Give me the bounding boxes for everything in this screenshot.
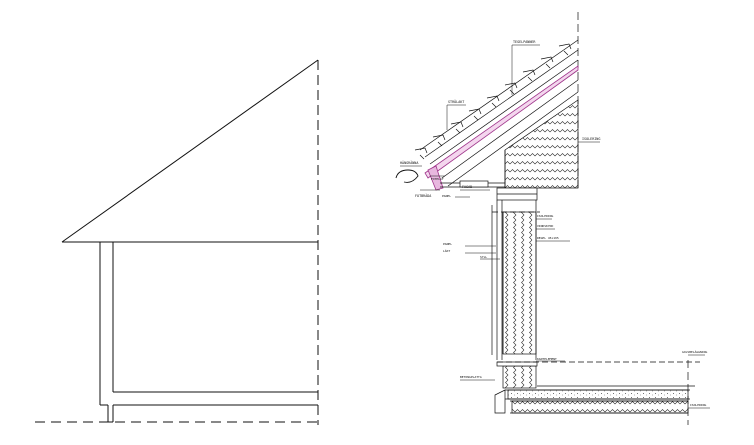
annotation-labels: TEGELPANNER STRÖLAKT HÄNGRÄNNA FOTPLÅT F… — [400, 40, 707, 407]
gutter — [395, 169, 419, 183]
label-fascia: FOTPLÅT — [431, 176, 444, 181]
label-soffit: PANEL — [442, 194, 451, 198]
label-wall-layer-b: LÄKT — [443, 248, 450, 253]
floor-lines — [113, 391, 318, 406]
label-floor-edge: KANTELEMENT — [537, 357, 557, 361]
label-roof-covering: TEGELPANNER — [513, 40, 536, 44]
label-wall-bottom-plate: SYLL — [480, 255, 487, 259]
label-eaves-board: FOTBRÄDA — [415, 193, 431, 198]
label-wall-stud: REGEL 45x195 — [537, 236, 559, 240]
label-gutter: HÄNGRÄNNA — [400, 160, 418, 165]
leader-lines — [400, 44, 710, 409]
fascia-highlight — [427, 165, 444, 191]
soffit — [440, 180, 505, 188]
label-battens: STRÖLAKT — [448, 99, 464, 104]
label-insulation-top: ISOLERING — [582, 137, 600, 141]
house-section-outline — [35, 59, 320, 425]
label-floor-insulation: ISOLERING — [690, 403, 706, 407]
label-floor-finish: GOLVBELÄGGNING — [682, 349, 707, 354]
floor-construction — [494, 360, 700, 425]
label-wall-insulation: ISOLERING — [537, 214, 553, 218]
roof-underlay-highlight — [424, 65, 579, 179]
roof-outline — [61, 59, 319, 243]
label-wall-layer-a: PANEL — [443, 242, 452, 246]
label-fasad: FASAD — [462, 185, 472, 189]
wall — [491, 200, 540, 360]
label-floor-slab: BETONGPLATTA — [460, 375, 482, 379]
construction-detail — [395, 12, 710, 425]
outer-wall — [99, 242, 114, 423]
label-wall-layer-c: VINDSKYDD — [537, 224, 553, 228]
